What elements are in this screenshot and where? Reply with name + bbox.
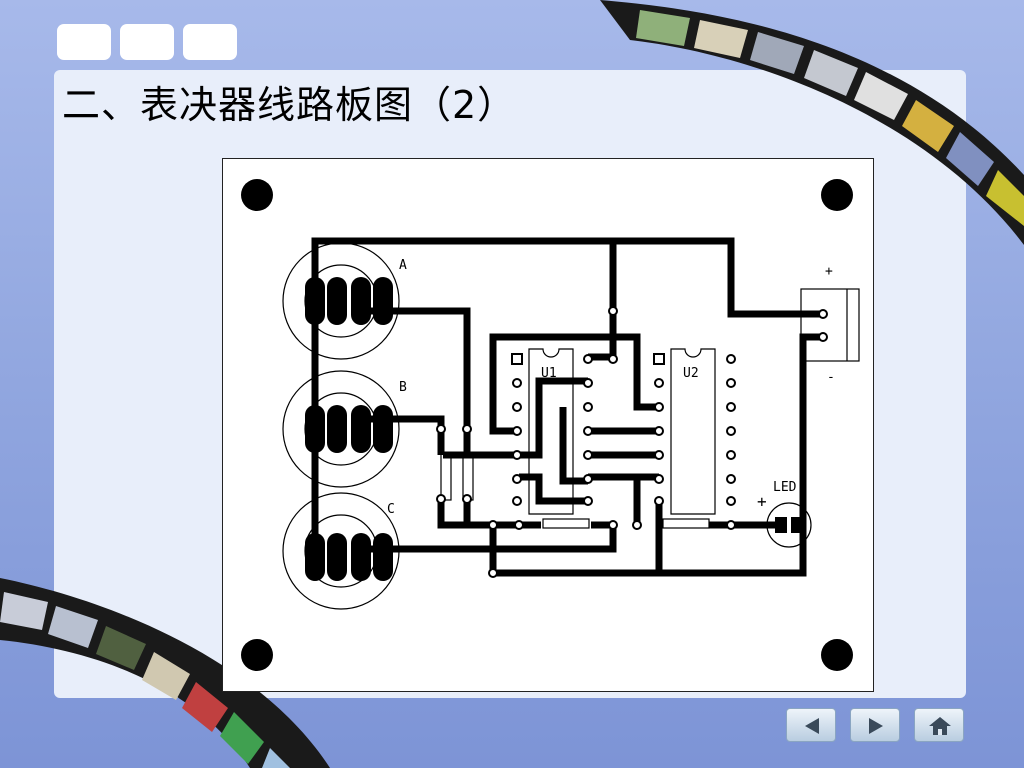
mounting-hole-bottom-left [241, 639, 273, 671]
mounting-hole-top-left [241, 179, 273, 211]
resistor-r1-outline [440, 453, 452, 501]
component-outlines [440, 288, 860, 548]
ic-u1-label: U1 [541, 366, 557, 381]
power-connector-outline [800, 288, 860, 362]
resistor-r3-outline [542, 518, 590, 529]
u2-pin1-pad [653, 353, 665, 365]
next-slide-button[interactable] [850, 708, 900, 742]
mounting-hole-bottom-right [821, 639, 853, 671]
home-button[interactable] [914, 708, 964, 742]
triangle-left-icon [805, 718, 819, 734]
ic-u1-outline [528, 348, 574, 515]
switch-b-label: B [399, 380, 407, 395]
prev-slide-button[interactable] [786, 708, 836, 742]
header-tab-2 [120, 24, 174, 60]
switch-pads [305, 277, 393, 581]
mounting-hole-top-right [821, 179, 853, 211]
power-minus-label: - [827, 370, 835, 385]
resistor-r2-outline [462, 453, 474, 501]
led-plus-label: + [757, 492, 767, 511]
triangle-right-icon [869, 718, 883, 734]
led-pad-anode [775, 517, 787, 533]
pcb-board: A B C U1 U2 LED + + - [222, 158, 874, 692]
switch-c-label: C [387, 502, 395, 517]
pcb-diagram: A B C U1 U2 LED + + - [241, 179, 860, 671]
ic-u2-outline [670, 348, 716, 515]
power-plus-label: + [825, 264, 833, 279]
house-icon [929, 717, 951, 735]
led-pad-cathode [791, 517, 803, 533]
switch-a-label: A [399, 258, 407, 273]
resistor-r4-outline [662, 518, 710, 529]
header-tab-3 [183, 24, 237, 60]
led-label: LED [773, 480, 797, 495]
u1-pin1-pad [511, 353, 523, 365]
ic-u2-label: U2 [683, 366, 699, 381]
header-tab-1 [57, 24, 111, 60]
slide-title: 二、表决器线路板图（2） [62, 83, 517, 127]
